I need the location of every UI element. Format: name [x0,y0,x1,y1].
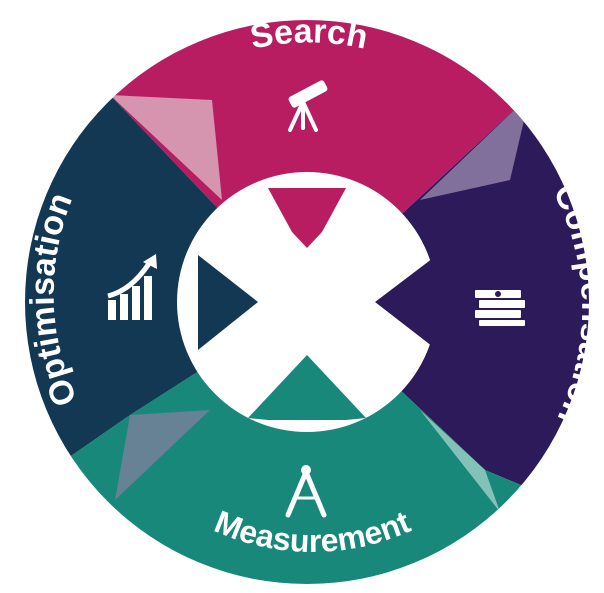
segment-label-search: Search [247,12,371,56]
compensation-inner-wedge [375,255,437,350]
search-inner-wedge [268,188,346,248]
compensation-fold [420,95,530,200]
optimisation-fold [115,410,210,500]
growth-chart-icon [107,254,157,320]
money-stack-icon [475,290,525,326]
measurement-segment [25,302,589,584]
telescope-icon [288,80,328,132]
search-fold [110,95,222,200]
optimisation-inner-wedge [198,255,258,350]
center-hub [177,172,437,432]
measurement-inner-wedge [248,355,366,420]
measurement-fold [420,410,500,512]
drawing-compass-icon [285,465,327,518]
compensation-segment [307,95,589,520]
search-segment [110,20,530,302]
